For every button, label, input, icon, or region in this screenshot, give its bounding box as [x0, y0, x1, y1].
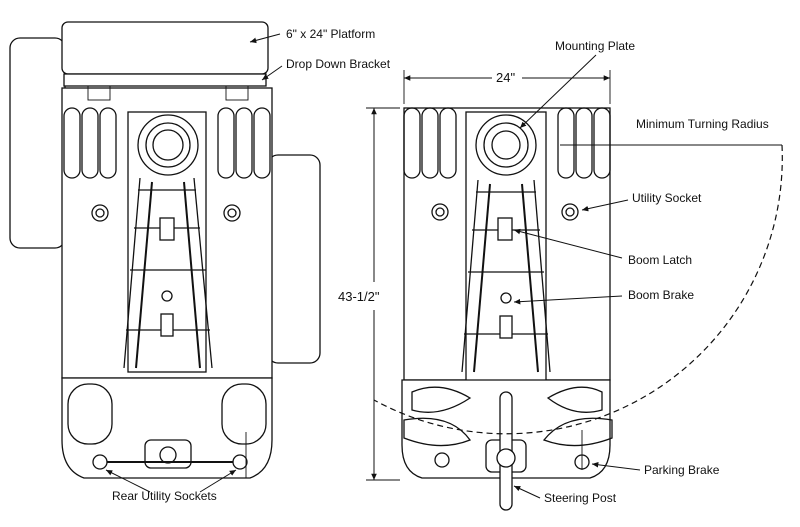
steering-post-label: Steering Post: [544, 491, 617, 505]
width-dimension-label: 24": [496, 70, 515, 85]
utility-socket-label: Utility Socket: [632, 191, 702, 205]
minimum-turning-radius-label: Minimum Turning Radius: [636, 117, 769, 131]
front-platform: [61, 21, 269, 75]
right-dolly: [401, 107, 613, 511]
utility-socket: [561, 203, 579, 221]
parking-brake-label: Parking Brake: [644, 463, 720, 477]
turning-radius-arc: [373, 144, 783, 435]
boom-latch: [497, 217, 513, 241]
boom-latch-label: Boom Latch: [628, 253, 692, 267]
left-side-platform: [9, 37, 66, 249]
rear-utility-socket-right: [232, 454, 248, 470]
length-dimension: [366, 107, 400, 481]
front-wheels-left: [63, 107, 271, 179]
width-dimension: [403, 70, 611, 104]
drop-down-bracket-label: Drop Down Bracket: [286, 57, 391, 71]
right-side-platform: [267, 154, 321, 364]
left-dolly: [9, 21, 321, 479]
mounting-plate-label: Mounting Plate: [555, 39, 635, 53]
boom-brake-label: Boom Brake: [628, 288, 694, 302]
drop-down-bracket: [63, 73, 267, 87]
rear-utility-socket-left: [92, 454, 108, 470]
rear-utility-sockets-label: Rear Utility Sockets: [112, 489, 217, 503]
boom-brake: [500, 292, 512, 304]
platform-label: 6" x 24" Platform: [286, 27, 375, 41]
front-wheels-right: [403, 107, 611, 179]
length-dimension-label: 43-1/2": [338, 289, 380, 304]
